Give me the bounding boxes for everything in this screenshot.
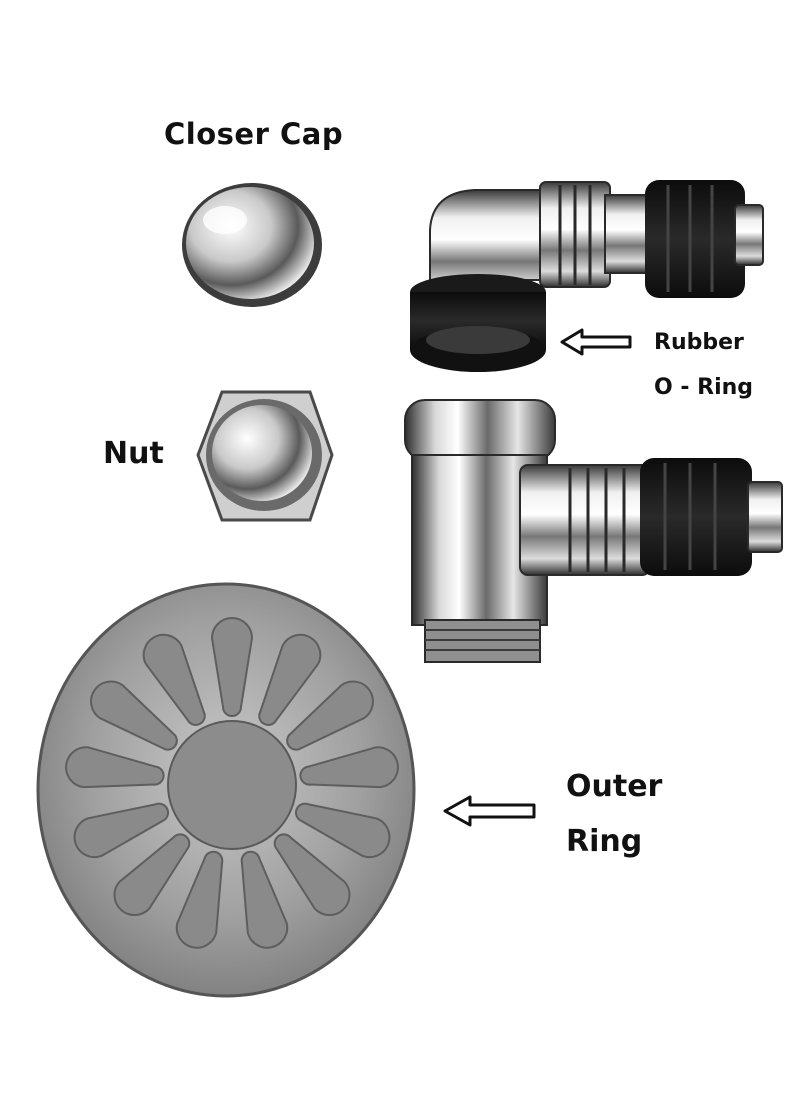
o-ring-label: O - Ring xyxy=(654,375,754,400)
elbow-fitting-image xyxy=(410,180,764,372)
nut-label: Nut xyxy=(103,436,164,471)
outer-ring-image xyxy=(36,582,416,998)
plate-slot xyxy=(65,746,165,789)
plate-slot xyxy=(299,746,399,789)
plate-slot xyxy=(294,802,391,859)
plate-slot xyxy=(113,833,191,916)
outer-ring-arrow-icon xyxy=(443,795,536,827)
closer-cap-image xyxy=(182,183,322,307)
tee-fitting-image xyxy=(404,399,783,663)
plate-slot xyxy=(73,802,170,859)
ring-label: Ring xyxy=(566,824,643,859)
rubber-label: Rubber xyxy=(654,330,744,355)
plate-slot xyxy=(240,850,289,949)
plate-slot xyxy=(286,680,374,751)
plate-slot xyxy=(142,633,206,726)
plate-slot xyxy=(210,617,254,717)
nut-image xyxy=(196,390,334,522)
plate-slot xyxy=(90,680,178,751)
rubber-arrow-icon xyxy=(560,328,632,356)
plate-slot xyxy=(175,850,224,949)
plate-slot xyxy=(258,633,322,726)
outer-label: Outer xyxy=(566,769,663,804)
plate-slot xyxy=(273,833,351,916)
closer-cap-label: Closer Cap xyxy=(164,117,344,151)
